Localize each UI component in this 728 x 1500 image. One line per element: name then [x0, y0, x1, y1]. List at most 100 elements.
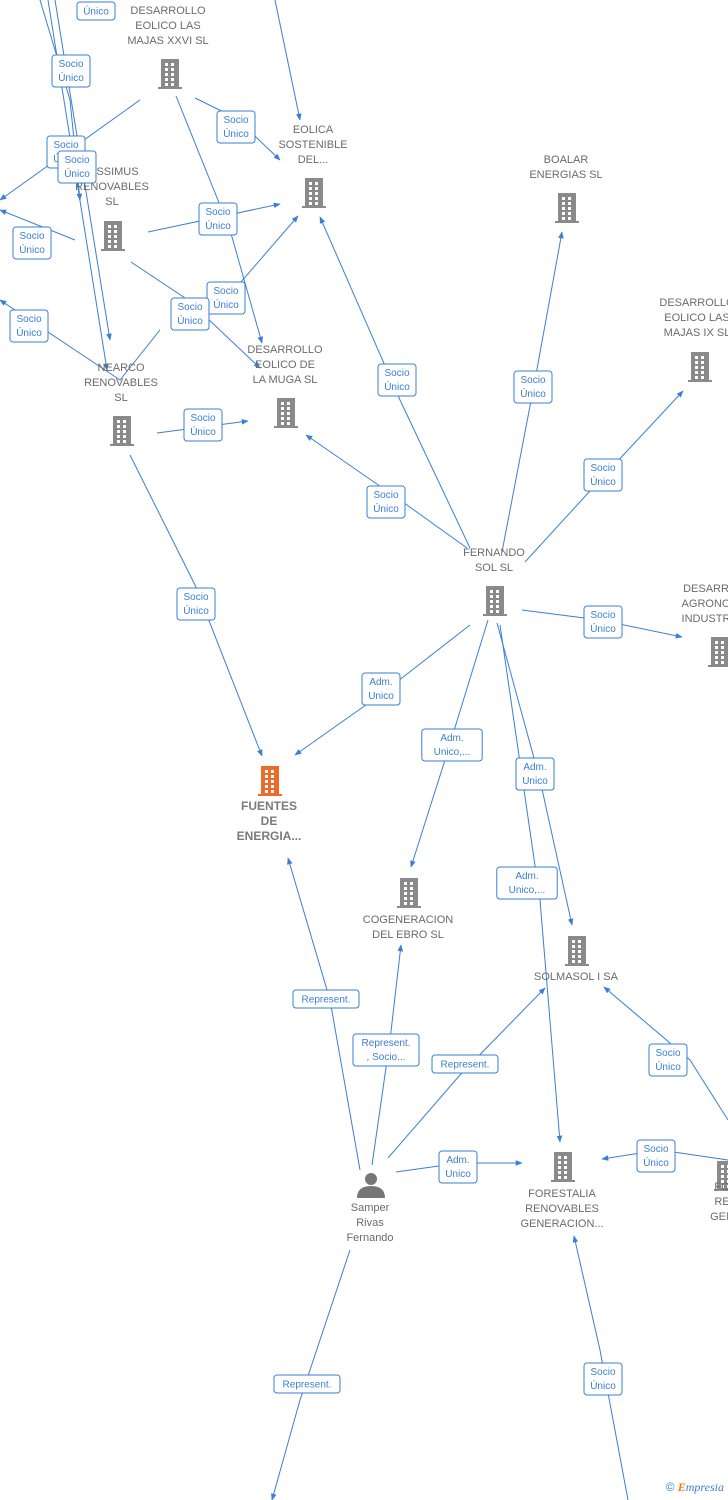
- relation-tag-label: Unico: [368, 691, 394, 702]
- relation-tag[interactable]: Represent., Socio...: [352, 1033, 420, 1067]
- node-forestalia[interactable]: FORESTALIARENOVABLESGENERACION...: [520, 1152, 604, 1230]
- relation-tag-label: Único: [183, 604, 209, 617]
- node-label: BOALAR: [544, 154, 589, 166]
- node-label: EOLICO DE: [255, 359, 315, 371]
- node-eolica[interactable]: EOLICASOSTENIBLEDEL...: [278, 124, 348, 208]
- relation-tag-label: Único: [64, 167, 90, 180]
- relation-tag[interactable]: Adm. Unico: [361, 672, 401, 706]
- relation-tag-label: Socio: [19, 231, 44, 242]
- relation-tag-label: Único: [223, 127, 249, 140]
- relation-tag-label: Único: [190, 425, 216, 438]
- relation-tag-label: Socio: [384, 368, 409, 379]
- building-icon[interactable]: [565, 936, 589, 966]
- building-icon[interactable]: [274, 398, 298, 428]
- relation-tag-label: Único: [373, 502, 399, 515]
- node-solmasol[interactable]: SOLMASOL I SA: [534, 936, 619, 983]
- node-label: MAJAS XXVI SL: [127, 35, 208, 47]
- relation-tag[interactable]: Adm.Unico,...: [496, 866, 558, 900]
- node-boalar[interactable]: BOALAR ENERGIAS SL: [529, 154, 603, 223]
- relation-tag[interactable]: Adm.Unico,...: [421, 728, 483, 762]
- building-icon[interactable]: [555, 193, 579, 223]
- node-label: GENERACION...: [520, 1218, 603, 1230]
- node-label: Rivas: [356, 1217, 384, 1229]
- copyright-footer: © Empresia: [666, 1480, 724, 1495]
- building-icon[interactable]: [302, 178, 326, 208]
- node-label: RENOVABLES: [525, 1203, 599, 1215]
- node-label: EOLICO LAS: [664, 312, 728, 324]
- relation-tag-label: Único: [16, 326, 42, 339]
- brand-initial: E: [677, 1480, 686, 1494]
- node-fuentes[interactable]: FUENTESDEENERGIA...: [237, 766, 302, 843]
- building-icon[interactable]: [483, 586, 507, 616]
- person-icon[interactable]: [357, 1173, 385, 1198]
- node-label: INDUSTR: [682, 613, 728, 625]
- relation-tag-label: Socio: [223, 115, 248, 126]
- node-label: Fernando: [346, 1232, 393, 1244]
- relation-tag-label: Socio: [590, 463, 615, 474]
- node-label: MAJAS IX SL: [664, 327, 728, 339]
- building-icon[interactable]: [397, 878, 421, 908]
- node-label: ENERGIA...: [237, 829, 302, 843]
- node-label: ENERGIAS SL: [529, 169, 602, 181]
- edge: [387, 987, 546, 1159]
- relation-tag-label: Socio: [64, 155, 89, 166]
- relation-tag-label: Socio: [53, 140, 78, 151]
- relation-tag[interactable]: Represent.: [431, 1054, 499, 1074]
- relation-tag-label: Adm.: [369, 677, 392, 688]
- relation-tag[interactable]: Adm.Unico: [515, 757, 555, 791]
- node-label: DESARR: [683, 583, 728, 595]
- building-icon[interactable]: [688, 352, 712, 382]
- node-forestalia2[interactable]: FOREGEN: [710, 1161, 728, 1223]
- edge: [603, 986, 728, 1121]
- building-icon[interactable]: [258, 766, 282, 796]
- relation-tag[interactable]: Represent.: [273, 1374, 341, 1394]
- building-icon[interactable]: [158, 59, 182, 89]
- building-icon[interactable]: [708, 637, 728, 667]
- relation-tag[interactable]: Represent.: [292, 989, 360, 1009]
- node-label: EOLICA: [293, 124, 334, 136]
- node-label: DE: [261, 814, 278, 828]
- node-label: NEARCO: [97, 362, 145, 374]
- brand-logo[interactable]: Empresia: [678, 1480, 724, 1494]
- building-icon[interactable]: [110, 416, 134, 446]
- relation-tag-label: Único: [83, 5, 109, 18]
- edge: [572, 1235, 629, 1500]
- building-icon[interactable]: [551, 1152, 575, 1182]
- edge: [0, 209, 76, 241]
- relation-tag[interactable]: Único: [76, 1, 116, 21]
- relation-tag-label: Socio: [643, 1144, 668, 1155]
- relation-tag-label: Unico: [522, 776, 548, 787]
- relation-tag[interactable]: Adm.Unico: [438, 1150, 478, 1184]
- node-label: GEN: [710, 1211, 728, 1223]
- relation-tag-label: Socio: [16, 314, 41, 325]
- building-icon[interactable]: [101, 221, 125, 251]
- relation-tag-label: Socio: [590, 610, 615, 621]
